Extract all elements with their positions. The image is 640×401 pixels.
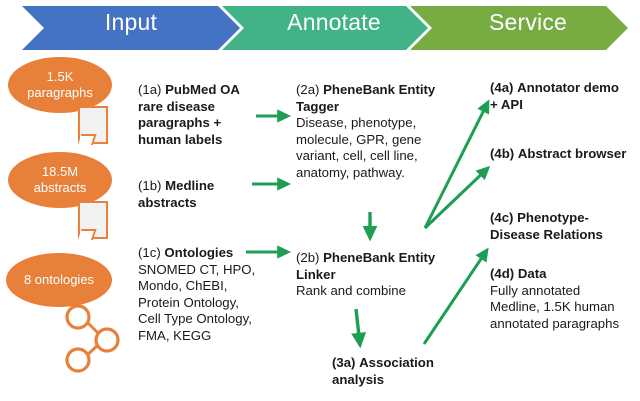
text-block-1c: (1c) Ontologies SNOMED CT, HPO, Mondo, C… — [138, 245, 256, 345]
label-2b-tag: (2b) — [296, 250, 320, 265]
text-block-1b: (1b) Medline abstracts — [138, 178, 266, 211]
label-1c-title: Ontologies — [164, 245, 234, 260]
label-1a-title: PubMed OA rare disease paragraphs + huma… — [138, 82, 240, 147]
label-1b-tag: (1b) — [138, 178, 162, 193]
oval-paragraphs-line1: 1.5K — [46, 69, 74, 84]
label-2a-title: PheneBank Entity Tagger — [296, 82, 436, 114]
label-4d-tag: (4d) — [490, 266, 515, 281]
chevron-stage-annotate — [222, 6, 428, 50]
label-4b-title: Abstract browser — [517, 146, 627, 161]
label-4d-title: Data — [517, 266, 547, 281]
chevron-stage-input — [22, 6, 240, 50]
oval-paragraphs-line2: paragraphs — [27, 85, 93, 100]
label-1c-body: SNOMED CT, HPO, Mondo, ChEBI, Protein On… — [138, 261, 256, 343]
chevron-label-annotate: Annotate — [287, 9, 381, 35]
label-2a-tag: (2a) — [296, 82, 320, 97]
text-block-1a: (1a) PubMed OA rare disease paragraphs +… — [138, 82, 266, 148]
oval-ontologies: 8 ontologies — [6, 253, 112, 307]
oval-paragraphs: 1.5K paragraphs — [8, 57, 112, 113]
label-4a-title: Annotator demo + API — [490, 80, 619, 112]
text-block-4d: (4d) Data Fully annotated Medline, 1.5K … — [490, 266, 632, 332]
label-1a-tag: (1a) — [138, 82, 162, 97]
label-4d-body: Fully annotated Medline, 1.5K human anno… — [490, 282, 620, 331]
oval-ontologies-line1: 8 ontologies — [23, 272, 95, 287]
ontology-graph-icon — [65, 304, 120, 373]
arrow-2b-to-3a — [351, 308, 367, 349]
oval-abstracts-line1: 18.5M — [41, 164, 79, 179]
document-icon — [78, 106, 108, 144]
oval-abstracts: 18.5M abstracts — [8, 152, 112, 208]
text-block-2a: (2a) PheneBank Entity Tagger Disease, ph… — [296, 82, 448, 182]
label-2b-title: PheneBank Entity Linker — [296, 250, 436, 282]
label-1b-title: Medline abstracts — [138, 178, 215, 210]
label-2b-body: Rank and combine — [296, 283, 406, 299]
text-block-4b: (4b) Abstract browser — [490, 146, 630, 163]
label-4c-title: Phenotype-Disease Relations — [490, 210, 603, 242]
label-1c-tag: (1c) — [138, 245, 161, 260]
label-2a-body: Disease, phenotype, molecule, GPR, gene … — [296, 115, 422, 180]
label-3a-tag: (3a) — [332, 355, 356, 370]
label-4c-tag: (4c) — [490, 210, 514, 225]
chevron-label-input: Input — [104, 9, 158, 35]
text-block-3a: (3a) Association analysis — [332, 355, 462, 388]
label-4b-tag: (4b) — [490, 146, 515, 161]
chevron-stage-service — [410, 6, 628, 50]
oval-abstracts-line2: abstracts — [33, 180, 87, 195]
text-block-4c: (4c) Phenotype-Disease Relations — [490, 210, 634, 243]
label-3a-title: Association analysis — [332, 355, 434, 387]
text-block-4a: (4a) Annotator demo + API — [490, 80, 630, 113]
document-icon — [78, 201, 108, 239]
text-block-2b: (2b) PheneBank Entity Linker Rank and co… — [296, 250, 448, 300]
chevron-label-service: Service — [488, 9, 568, 35]
pipeline-banner — [22, 6, 628, 50]
label-4a-tag: (4a) — [490, 80, 514, 95]
